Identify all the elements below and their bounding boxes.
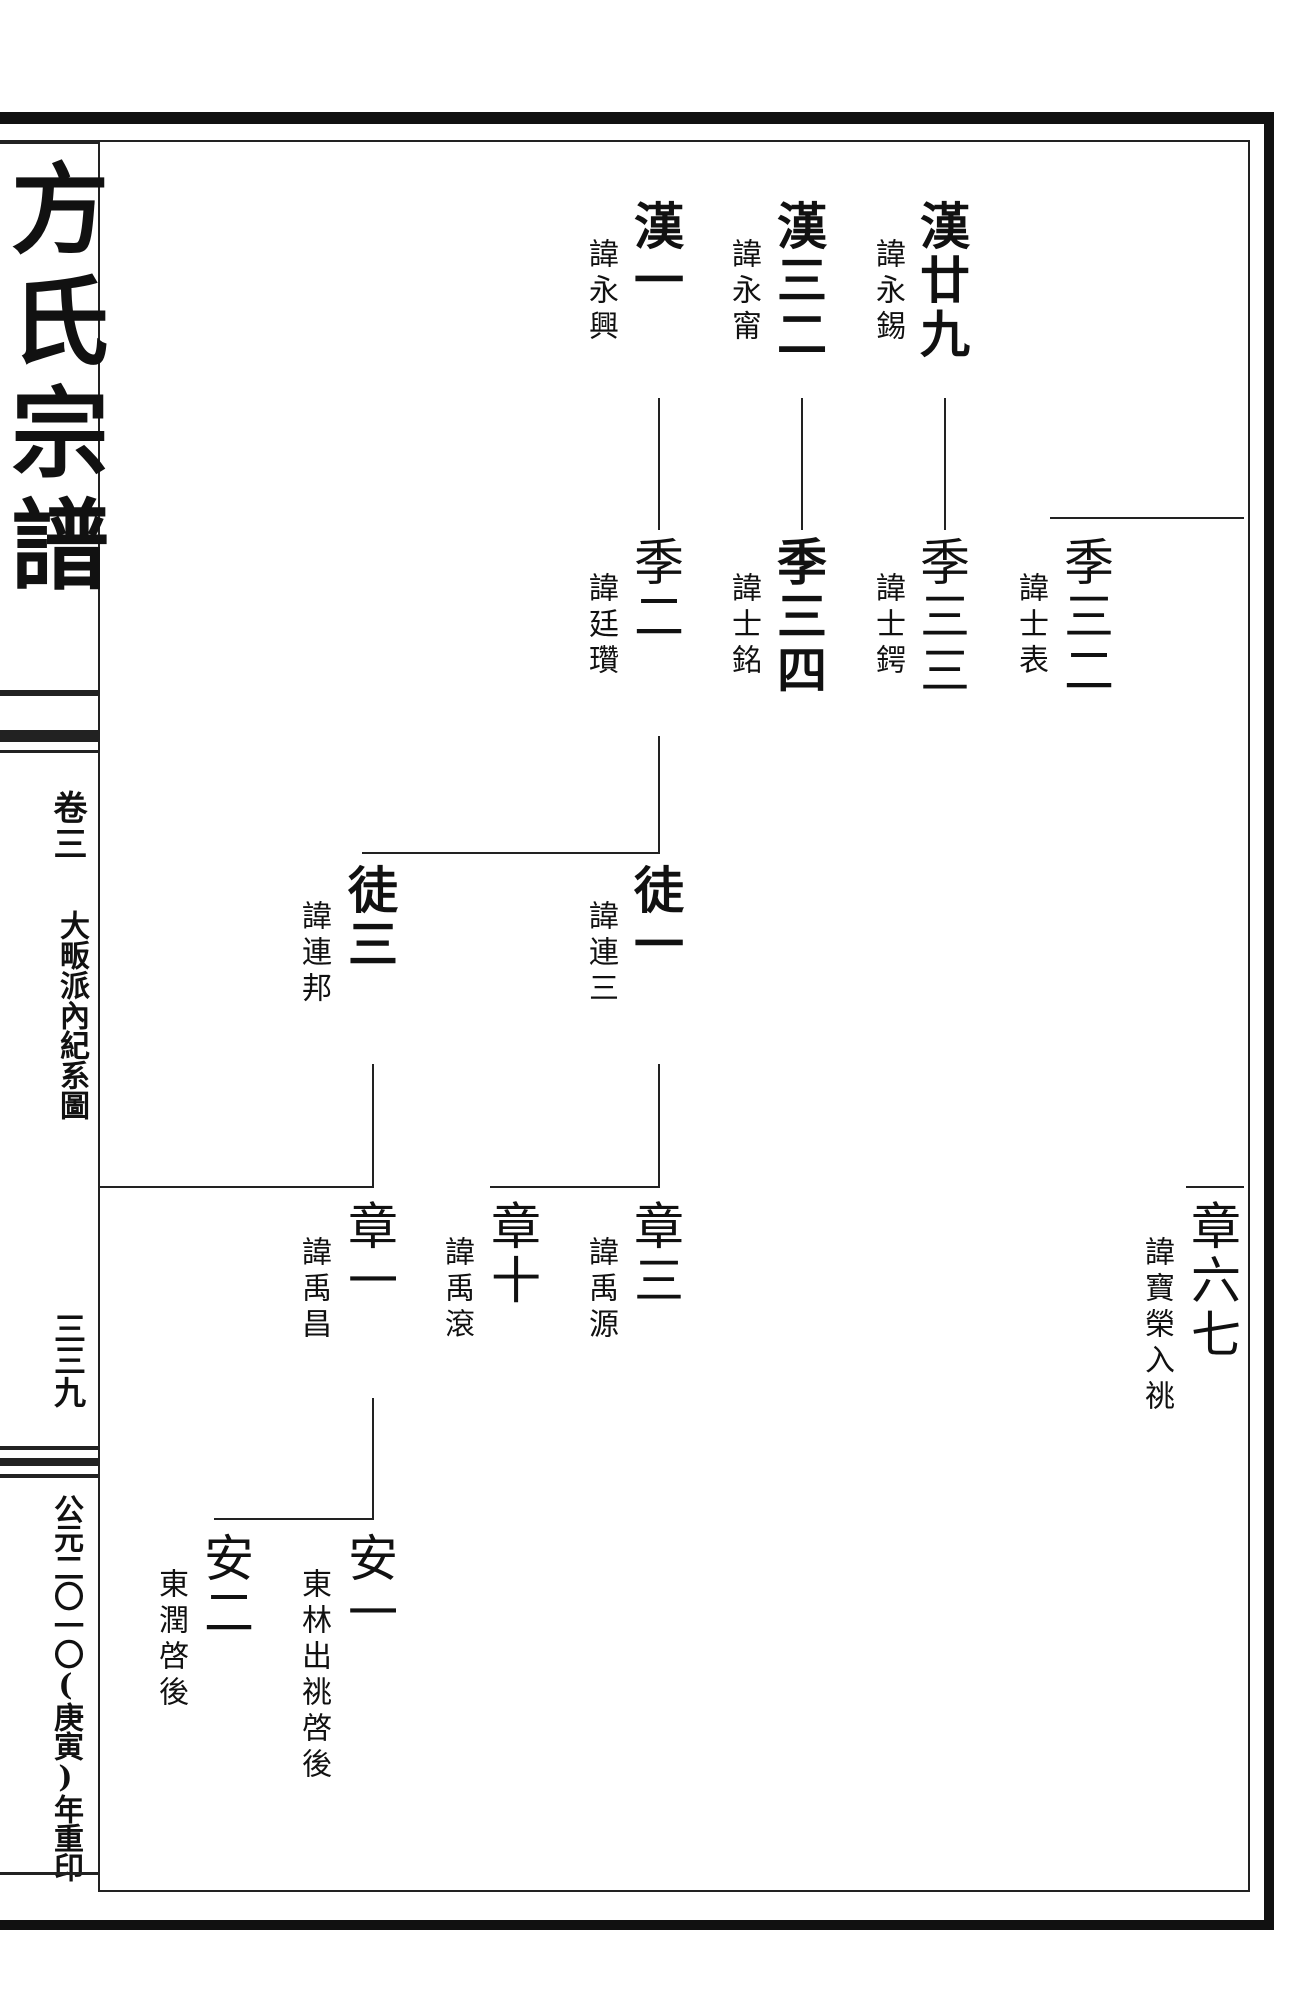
connector-han29 [944,398,946,530]
person-an1-name: 安一 [340,1532,398,1640]
spine-rule-6 [0,1474,98,1478]
connector-tu3 [372,1064,374,1188]
person-ji34-name: 季三四 [769,536,828,698]
person-zhang67-name: 章六七 [1183,1200,1241,1362]
person-han1-name: 漢一 [626,200,685,308]
spine-rule-5 [0,1458,98,1466]
spine-bottom-rule [0,1872,98,1875]
connector-han1 [658,398,660,530]
connector-an-bar [214,1518,374,1520]
person-ji34-detail: 諱士銘 [726,572,761,680]
person-han1-detail: 諱永興 [583,238,618,346]
book-title: 方氏宗譜 [0,158,109,606]
section-label: 大畈派內紀系圖 [54,910,89,1120]
person-ji33-name: 季三三 [912,536,970,698]
connector-ji32-top [1050,517,1244,519]
person-tu3-detail: 諱連邦 [296,900,331,1008]
volume-label: 卷三 [47,790,87,862]
person-tu3-name: 徒三 [340,864,399,972]
connector-zhang67-top [1186,1186,1244,1188]
person-zhang3-name: 章三 [626,1200,684,1308]
person-ji2-detail: 諱廷瓚 [583,572,618,680]
connector-zhang1-bar [100,1186,374,1188]
person-ji32-detail: 諱士表 [1013,572,1048,680]
person-zhang1-detail: 諱禹昌 [296,1236,331,1344]
person-han32-name: 漢三二 [769,200,828,362]
person-ji32-name: 季三二 [1056,536,1114,698]
person-han32-detail: 諱永甯 [726,238,761,346]
spine-top-rule [0,140,98,144]
spine-rule-3 [0,750,98,753]
spine-rule-4 [0,1446,98,1450]
connector-zhang1 [372,1398,374,1520]
connector-han32 [801,398,803,530]
spine-rule-1 [0,690,98,696]
person-zhang1-name: 章一 [340,1200,398,1308]
connector-zhang-bar [490,1186,660,1188]
person-an2-name: 安二 [196,1532,254,1640]
connector-ji2 [658,736,660,854]
page-outer-border [0,112,1274,1930]
person-han29-name: 漢廿九 [912,200,971,362]
person-tu1-detail: 諱連三 [583,900,618,1008]
person-ji2-name: 季二 [626,536,684,644]
page-inner-border [98,140,1250,1892]
spine-rule-2 [0,730,98,742]
person-an2-detail: 東潤啓後 [153,1568,188,1712]
connector-tu1 [658,1064,660,1188]
person-an1-detail: 東林出祧啓後 [296,1568,331,1784]
person-zhang67-detail: 諱寶榮入祧 [1139,1236,1174,1416]
person-zhang10-name: 章十 [483,1200,541,1308]
person-zhang3-detail: 諱禹源 [583,1236,618,1344]
person-ji33-detail: 諱士鍔 [870,572,905,680]
page-number: 三三九 [49,1312,87,1408]
reprint-note: 公元二〇一〇(庚寅)年重印 [48,1494,83,1881]
person-zhang10-detail: 諱禹滾 [439,1236,474,1344]
connector-tu-bar [362,852,660,854]
person-tu1-name: 徒一 [626,864,685,972]
person-han29-detail: 諱永錫 [870,238,905,346]
